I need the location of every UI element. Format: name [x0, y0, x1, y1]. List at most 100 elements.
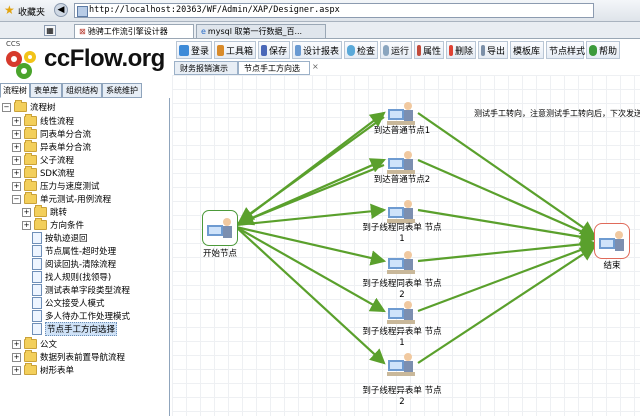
flow-note-text[interactable]: 测试手工转向，注意测试手工转向后，下次发送是的节 [474, 109, 640, 118]
tree-leaf-selected[interactable]: 节点手工方向选择 [32, 322, 118, 336]
design-report-button[interactable]: 设计报表 [292, 41, 342, 59]
connector-line[interactable] [235, 226, 386, 365]
expand-icon[interactable]: + [12, 142, 21, 152]
end-node[interactable] [594, 223, 630, 259]
connector-line[interactable] [235, 226, 386, 313]
tab-close-icon[interactable]: ⊠ [79, 27, 86, 36]
flow-doc-icon [32, 245, 42, 257]
tree-root[interactable]: −流程树 [2, 100, 56, 113]
tree-leaf[interactable]: 节点属性-超时处理 [32, 245, 116, 257]
tree-leaf[interactable]: 找人规则(找领导) [32, 271, 111, 283]
flow-node[interactable] [385, 246, 419, 276]
favorites-button[interactable]: 收藏夹 [18, 8, 46, 18]
connector-line[interactable] [235, 225, 387, 266]
connector-line[interactable] [417, 245, 596, 364]
browser-tab-designer[interactable]: ⊠驰骋工作流引擎设计器 [74, 24, 194, 38]
expand-icon[interactable]: + [12, 365, 21, 375]
tree-leaf[interactable]: 按轨迹退回 [32, 232, 88, 244]
template-library-button[interactable]: 模板库 [510, 41, 544, 59]
save-button[interactable]: 保存 [258, 41, 290, 59]
designer-tab-close-icon[interactable]: × [312, 62, 319, 71]
connector-line[interactable] [238, 116, 385, 223]
folder-icon [24, 140, 37, 152]
ie-icon: e [201, 27, 206, 36]
delete-button[interactable]: 删除 [446, 41, 476, 59]
help-icon [589, 44, 597, 56]
nav-back-icon[interactable]: ◀ [54, 3, 68, 17]
run-icon [383, 44, 389, 56]
connector-line[interactable] [417, 236, 597, 263]
url-text: http://localhost:20363/WF/Admin/XAP/Desi… [89, 5, 340, 15]
save-icon [261, 44, 267, 56]
folder-icon [14, 100, 27, 112]
tree-item[interactable]: +父子流程 [12, 153, 75, 166]
collapse-icon[interactable]: − [2, 102, 11, 112]
node-label: 到子线程异表单 节点2 [362, 386, 442, 407]
tree-item[interactable]: +压力与速度测试 [12, 179, 100, 192]
tree-item[interactable]: +异表单分合流 [12, 140, 92, 153]
properties-button[interactable]: 属性 [414, 41, 444, 59]
tab-flow-tree[interactable]: 流程树 [0, 83, 30, 98]
address-input[interactable]: http://localhost:20363/WF/Admin/XAP/Desi… [74, 3, 594, 18]
expand-icon[interactable]: + [12, 168, 21, 178]
login-button[interactable]: 登录 [176, 41, 212, 59]
designer-tab-expense[interactable]: 财务报销演示 [174, 61, 238, 75]
tree-item[interactable]: +公文 [12, 337, 58, 350]
flow-node[interactable] [385, 97, 419, 127]
expand-icon[interactable]: + [22, 207, 31, 217]
favorites-star-icon[interactable]: ★ [4, 3, 15, 17]
connector-line[interactable] [237, 163, 385, 226]
flow-designer-canvas[interactable]: 测试手工转向，注意测试手工转向后，下次发送是的节 开始节点 到达普通节点1 到达… [172, 75, 640, 416]
tree-item[interactable]: +树形表单 [12, 363, 75, 376]
tab-system-maintenance[interactable]: 系统维护 [102, 83, 142, 98]
app-logo: CCS ccFlow.org [0, 40, 172, 83]
flow-node[interactable] [385, 195, 419, 225]
tab-grid-icon[interactable]: ▦ [44, 25, 56, 36]
connector-line[interactable] [417, 158, 597, 239]
toolbox-button[interactable]: 工具箱 [214, 41, 256, 59]
person-computer-icon [387, 200, 415, 223]
tree-leaf[interactable]: 公文接受人模式 [32, 297, 105, 309]
node-label: 到达普通节点1 [373, 126, 431, 136]
tree-item[interactable]: +跳转 [22, 205, 68, 218]
expand-icon[interactable]: + [22, 220, 31, 230]
login-icon [179, 44, 189, 56]
connector-line[interactable] [235, 203, 387, 227]
tree-item[interactable]: +线性流程 [12, 114, 75, 127]
expand-icon[interactable]: + [12, 129, 21, 139]
flow-node[interactable] [385, 296, 419, 326]
tree-item[interactable]: +方向条件 [22, 218, 85, 231]
expand-icon[interactable]: + [12, 116, 21, 126]
expand-icon[interactable]: + [12, 339, 21, 349]
connector-line[interactable] [417, 242, 597, 313]
help-button[interactable]: 帮助 [586, 41, 620, 59]
export-button[interactable]: 导出 [478, 41, 508, 59]
export-icon [481, 44, 485, 56]
expand-icon[interactable]: + [12, 181, 21, 191]
folder-icon [24, 153, 37, 165]
expand-icon[interactable]: + [12, 155, 21, 165]
tree-leaf[interactable]: 多人待办工作处理模式 [32, 310, 130, 322]
tree-item[interactable]: +同表单分合流 [12, 127, 92, 140]
start-node[interactable] [202, 210, 238, 246]
collapse-icon[interactable]: − [12, 194, 21, 204]
node-label: 到子线程同表单 节点2 [362, 279, 442, 300]
tree-item[interactable]: +SDK流程 [12, 166, 75, 179]
flow-node[interactable] [385, 146, 419, 176]
check-button[interactable]: 检查 [344, 41, 378, 59]
run-button[interactable]: 运行 [380, 41, 412, 59]
expand-icon[interactable]: + [12, 352, 21, 362]
tree-item[interactable]: +数据列表前置导航流程 [12, 350, 126, 363]
connector-line[interactable] [417, 112, 596, 237]
tree-item[interactable]: −单元测试-用例流程 [12, 192, 112, 205]
tree-leaf[interactable]: 测试表单字段类型流程 [32, 284, 130, 296]
connector-line[interactable] [417, 208, 597, 245]
tab-form-library[interactable]: 表单库 [30, 83, 62, 98]
tab-organization[interactable]: 组织结构 [62, 83, 102, 98]
flow-node[interactable] [385, 348, 419, 378]
tree-leaf[interactable]: 阅读回执-清除流程 [32, 258, 116, 270]
designer-tab-manual-direction[interactable]: 节点手工方向选择 [238, 61, 310, 86]
flow-doc-icon [32, 271, 42, 283]
node-style-button[interactable]: 节点样式 [546, 41, 585, 59]
